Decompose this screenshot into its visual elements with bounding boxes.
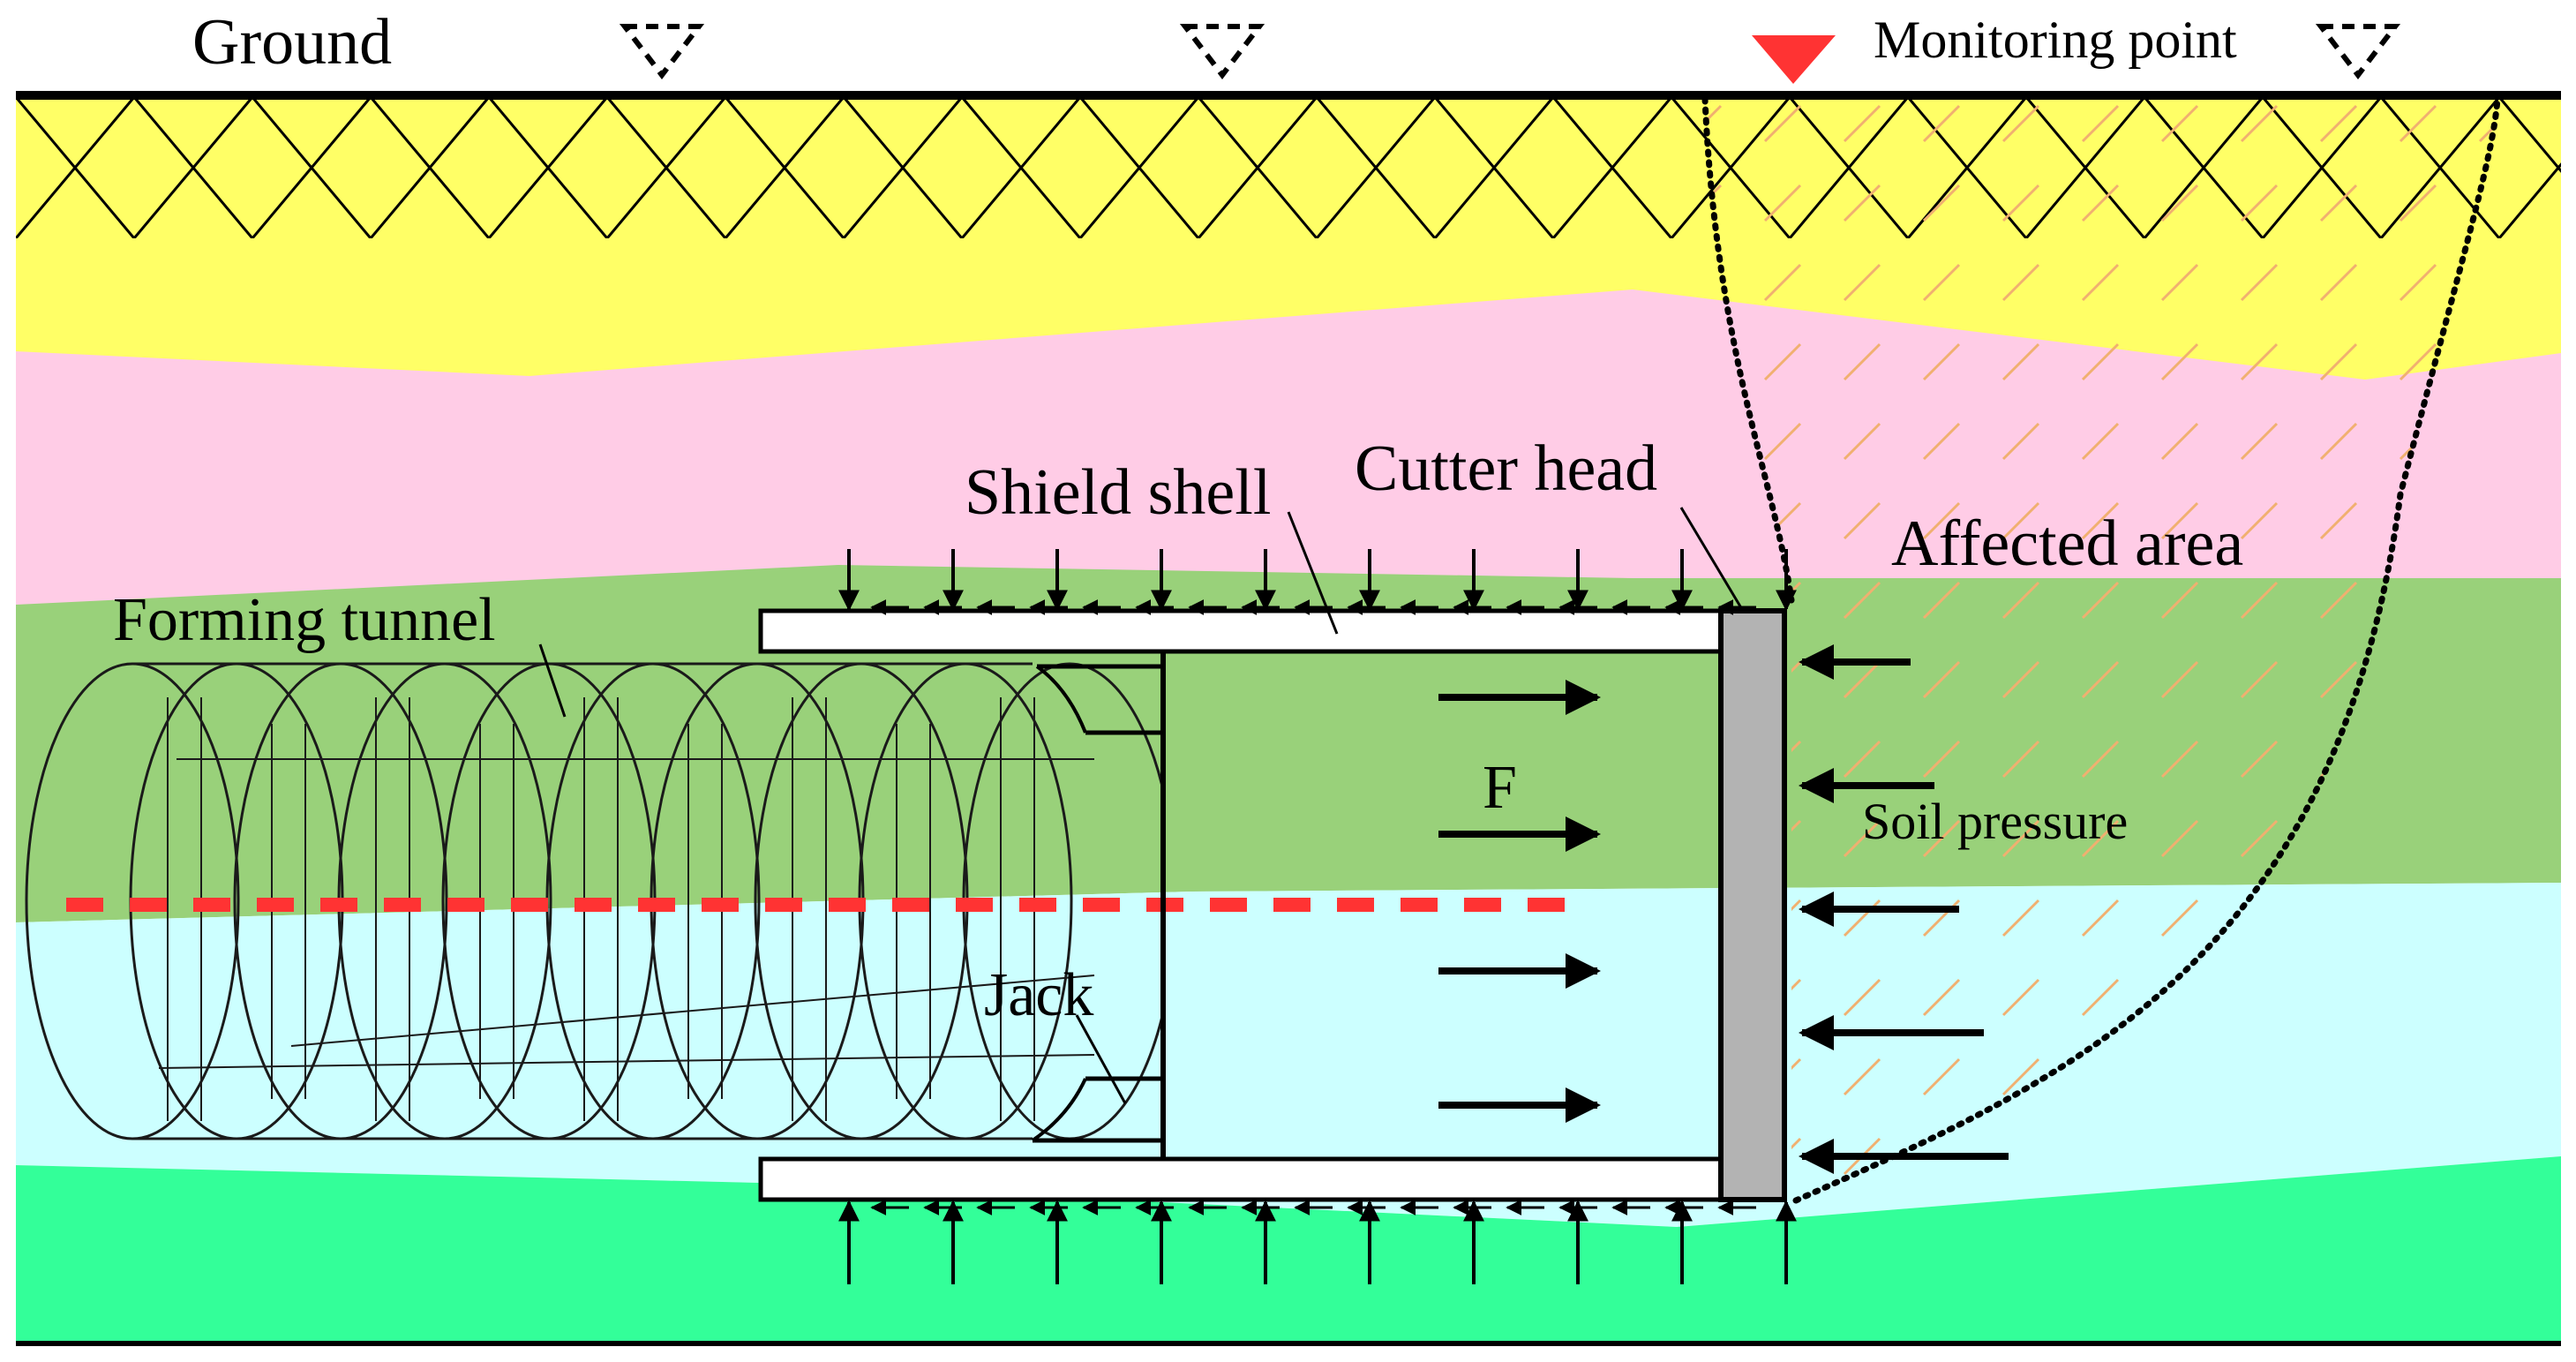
leader-cutter-head [1679,507,1745,612]
layer-bottom [16,1156,2561,1342]
monitoring-markers [619,24,2401,84]
force-label: F [1483,754,1517,822]
jack-top-bracket [1035,665,1087,734]
leader-lines [538,507,1745,1104]
monitoring-point-label: Monitoring point [1874,11,2237,69]
jack-label: Jack [984,961,1093,1029]
leader-jack [1075,1014,1127,1104]
cutter-head-disc [1718,608,1787,1202]
tunnel-longitudinal [158,1054,1095,1069]
shield-shell-top [758,608,1778,654]
cutter-head-label: Cutter head [1355,433,1657,505]
monitoring-point-icon [1752,35,1836,84]
leader-forming-tunnel [538,643,567,718]
dashed-triangle-icon [1179,24,1265,79]
force-arrows [838,549,2009,1284]
jack-bottom-bracket [1031,1078,1087,1142]
shield-shell-label: Shield shell [965,456,1271,529]
leader-shield-shell [1287,511,1339,635]
shield-shell-bottom [758,1156,1778,1202]
dashed-triangle-icon [619,24,705,79]
forming-tunnel-label: Forming tunnel [113,586,496,654]
settlement-trough-curve [1701,95,2501,1204]
shield-machine [758,608,1787,1202]
ground-label: Ground [192,6,392,79]
labels: Ground Monitoring point Shield shell Cut… [113,6,2243,1029]
dashed-triangle-icon [2315,24,2401,79]
soil-pressure-label: Soil pressure [1862,793,2128,850]
tunnel-longitudinal [290,974,1095,1047]
affected-area-label: Affected area [1891,508,2243,580]
